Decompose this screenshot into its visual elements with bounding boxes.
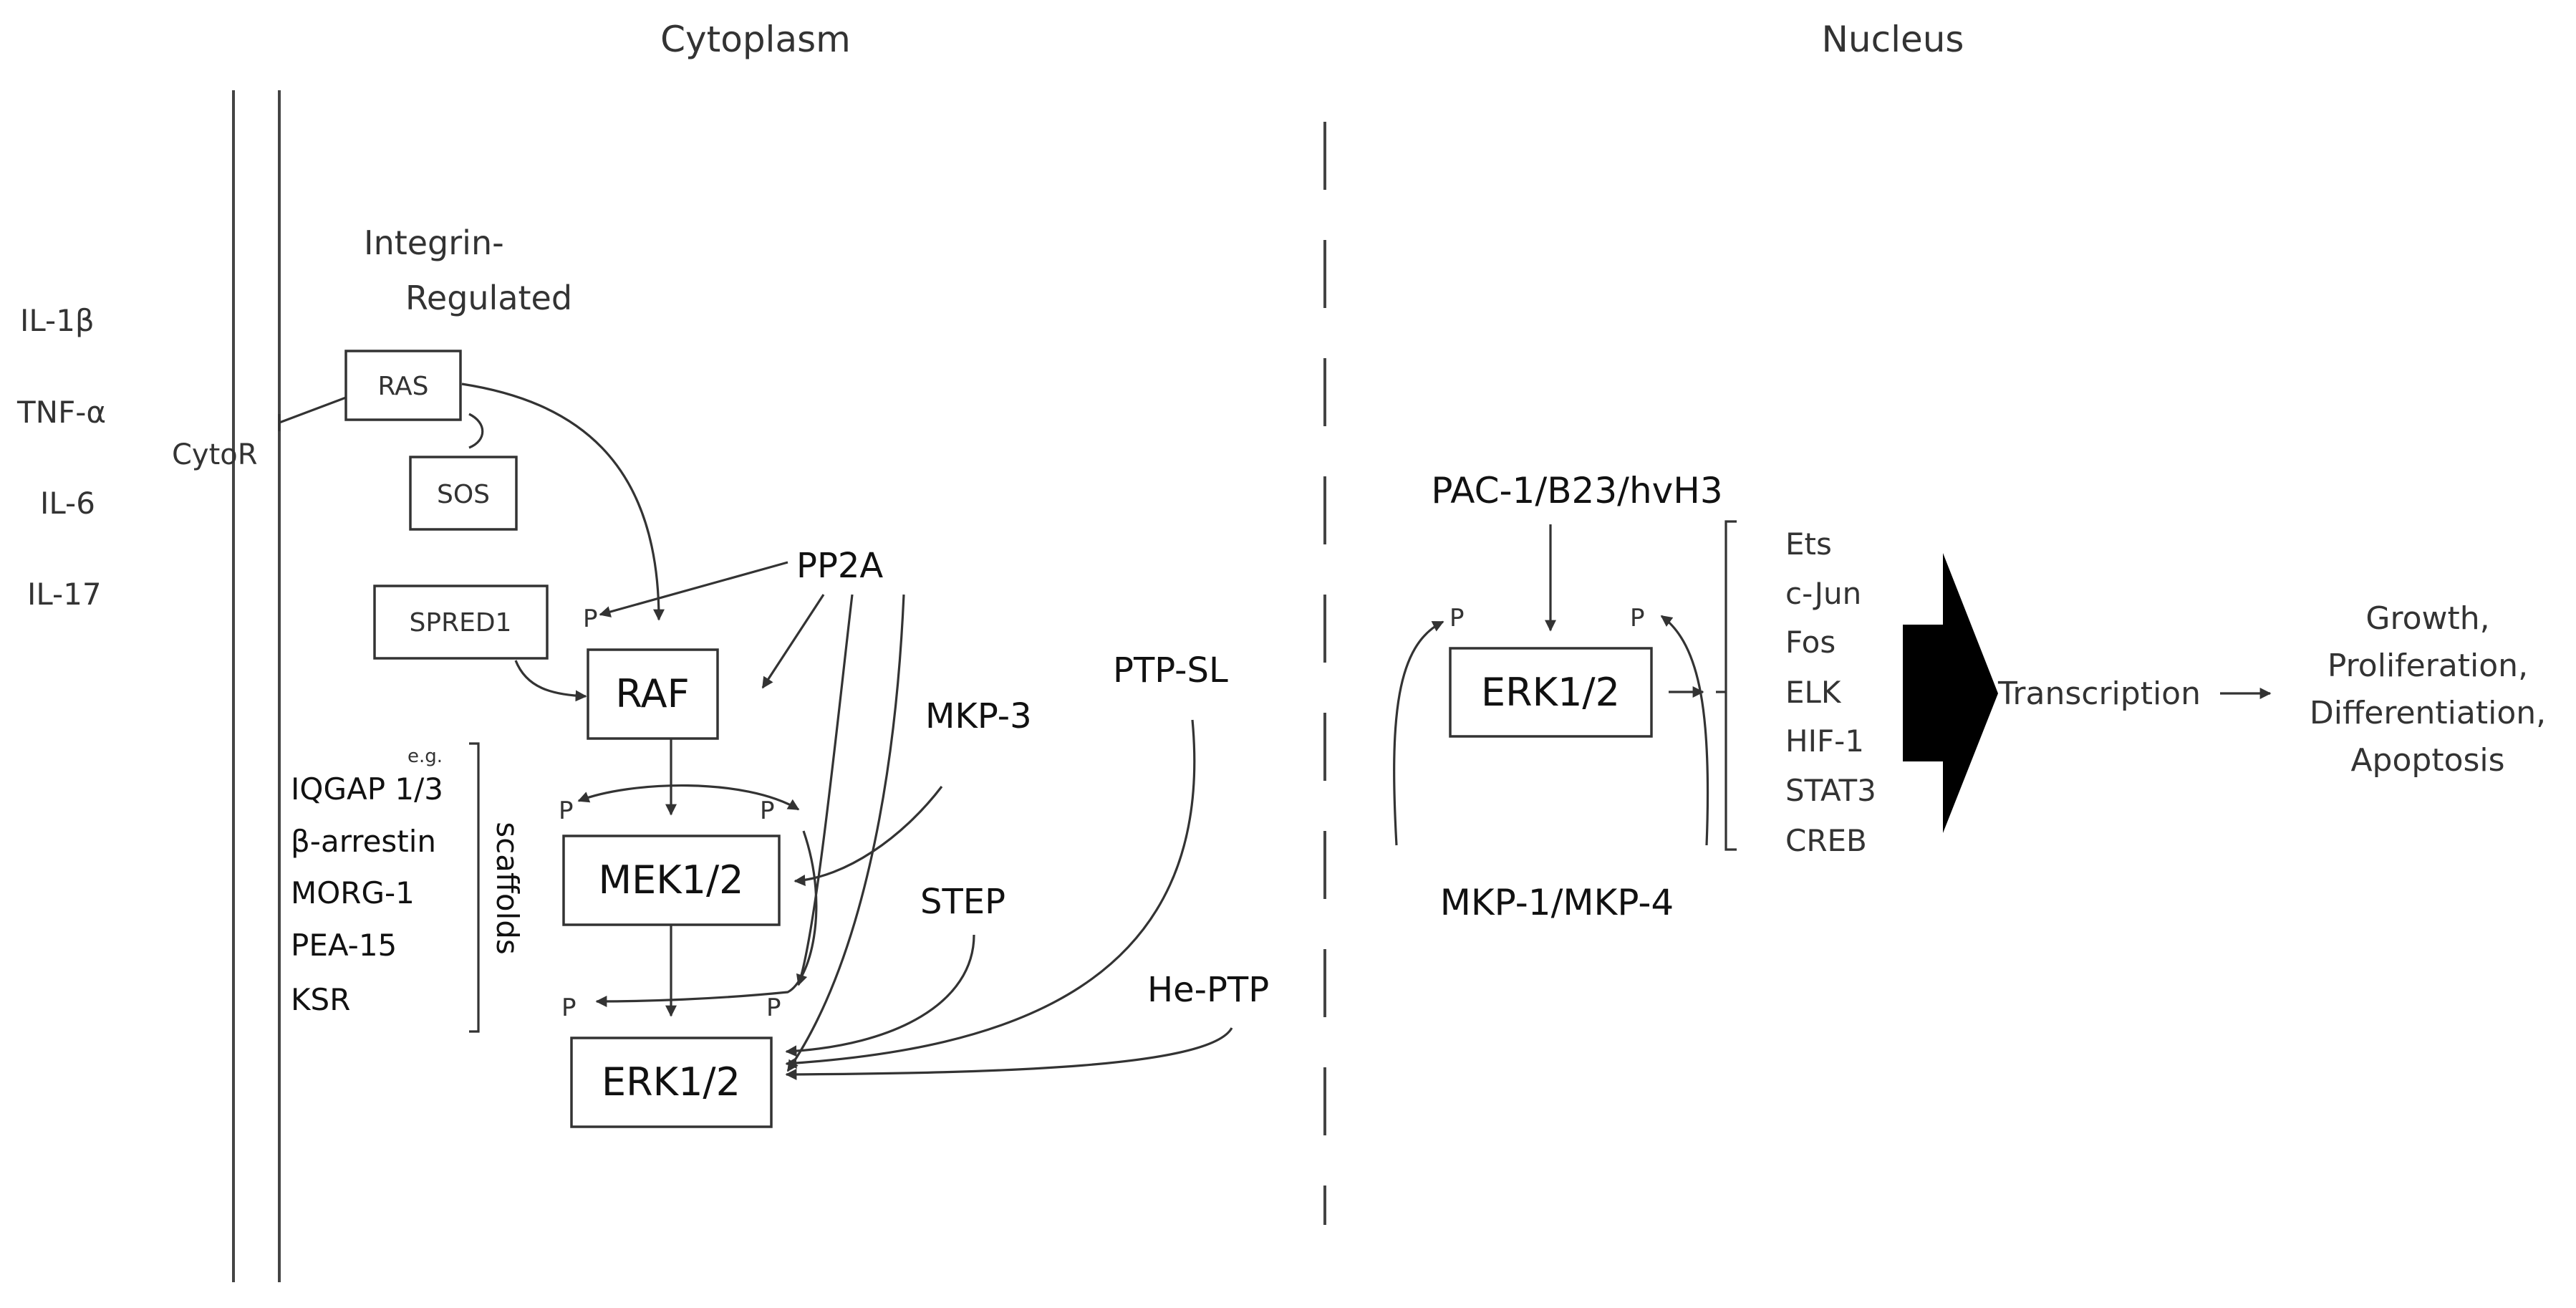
outcome-differentiation: Differentiation,	[2310, 695, 2546, 731]
node-erk-nucleus: ERK1/2	[1449, 647, 1653, 738]
phosphatase-step: STEP	[920, 882, 1005, 922]
phosphatase-heptp: He-PTP	[1147, 970, 1269, 1010]
integrin-label-line1: Integrin-	[364, 223, 504, 262]
edge-pp2a-erk	[786, 594, 905, 1072]
node-mek-label: MEK1/2	[598, 857, 743, 903]
phospho-nuc-left: P	[1449, 604, 1465, 633]
phospho-nuc-right: P	[1630, 604, 1645, 633]
nuc-mkp14-label: MKP-1/MKP-4	[1440, 882, 1674, 923]
node-raf: RAF	[587, 648, 719, 740]
node-erk-cytoplasm: ERK1/2	[570, 1037, 773, 1128]
big-arrow-shape	[1903, 553, 1998, 833]
cytokine-il17: IL-17	[27, 577, 102, 612]
cytoplasm-edges	[278, 383, 1233, 1080]
scaffold-label: scaffolds	[490, 822, 525, 955]
edge-pp2a-raf-dephos	[761, 594, 825, 689]
scaffold-eg: e.g.	[407, 746, 443, 767]
cytokine-il1b: IL-1β	[20, 303, 95, 338]
edge-cytor-inhibits	[279, 396, 347, 424]
scaffold-list: e.g. IQGAP 1/3 β-arrestin MORG-1 PEA-15 …	[291, 746, 443, 1017]
outcome-proliferation: Proliferation,	[2327, 648, 2528, 684]
phospho-mek-right: P	[760, 797, 775, 825]
node-sos: SOS	[409, 456, 518, 531]
node-erk-cytoplasm-label: ERK1/2	[602, 1059, 741, 1105]
factor-bracket	[1724, 520, 1737, 851]
scaffold-iqgap: IQGAP 1/3	[291, 771, 443, 807]
phospho-mek-left: P	[559, 797, 574, 825]
edge-spred1-raf	[514, 660, 587, 702]
node-raf-label: RAF	[615, 671, 689, 716]
phosphatase-ptpsl: PTP-SL	[1113, 650, 1228, 691]
factor-creb: CREB	[1785, 823, 1867, 858]
scaffold-barrestin: β-arrestin	[291, 824, 436, 859]
edge-mkp-left	[1393, 620, 1444, 846]
nucleus-header: Nucleus	[1822, 19, 1964, 60]
transcription-factor-list: Ets c-Jun Fos ELK HIF-1 STAT3 CREB	[1785, 526, 1876, 858]
cytoplasm-header: Cytoplasm	[660, 19, 851, 60]
factor-fos: Fos	[1785, 625, 1835, 660]
edge-heptp-erk	[785, 1027, 1233, 1080]
edge-ras-raf	[461, 383, 665, 621]
edge-mkp3-mek	[793, 786, 943, 886]
node-ras-label: RAS	[377, 372, 428, 401]
node-ras: RAS	[344, 350, 462, 421]
phosphatase-mkp3: MKP-3	[925, 696, 1032, 736]
cell-membrane	[232, 90, 281, 1282]
scaffold-bracket	[469, 742, 480, 1033]
edge-ptpsl-erk	[785, 719, 1196, 1069]
phosphatase-pp2a: PP2A	[796, 546, 883, 586]
cytokine-receptor-label: CytoR	[172, 438, 258, 471]
nucleus-edges	[1393, 520, 2272, 851]
node-sos-label: SOS	[437, 480, 490, 509]
transcription-label: Transcription	[1997, 675, 2201, 712]
outcome-apoptosis: Apoptosis	[2350, 742, 2504, 779]
cytokine-tnfa: TNF-α	[16, 395, 106, 430]
scaffold-ksr: KSR	[291, 982, 350, 1017]
edge-pp2a-mek-p	[796, 594, 854, 986]
edge-step-erk	[785, 934, 975, 1057]
cytokine-il6: IL-6	[40, 486, 95, 521]
edge-pp2a-raf-p	[599, 561, 788, 617]
edge-mek-phospho-loop	[577, 784, 800, 811]
nuc-pac-label: PAC-1/B23/hvH3	[1431, 470, 1722, 511]
edge-mek-to-erk-p	[595, 830, 818, 1007]
integrin-label-line2: Regulated	[405, 279, 572, 317]
phospho-erk-left: P	[561, 994, 577, 1022]
factor-stat3: STAT3	[1785, 773, 1876, 808]
outcome-list: Growth, Proliferation, Differentiation, …	[2310, 600, 2546, 779]
scaffold-morg1: MORG-1	[291, 875, 415, 910]
outcome-growth: Growth,	[2365, 600, 2489, 637]
factor-cjun: c-Jun	[1785, 576, 1861, 611]
phospho-erk-right: P	[766, 994, 781, 1022]
factor-ets: Ets	[1785, 526, 1832, 562]
edge-sos-ras	[468, 413, 484, 449]
edge-mkp-right	[1660, 615, 1709, 846]
node-mek: MEK1/2	[562, 835, 781, 926]
scaffold-pea15: PEA-15	[291, 928, 397, 963]
factor-elk: ELK	[1785, 675, 1842, 710]
node-erk-nucleus-label: ERK1/2	[1481, 670, 1620, 715]
node-spred1: SPRED1	[373, 585, 549, 660]
factor-hif1: HIF-1	[1785, 723, 1864, 759]
cytokine-list: IL-1β TNF-α IL-6 IL-17	[16, 303, 106, 612]
phospho-raf: P	[583, 605, 598, 633]
node-spred1-label: SPRED1	[410, 608, 512, 638]
